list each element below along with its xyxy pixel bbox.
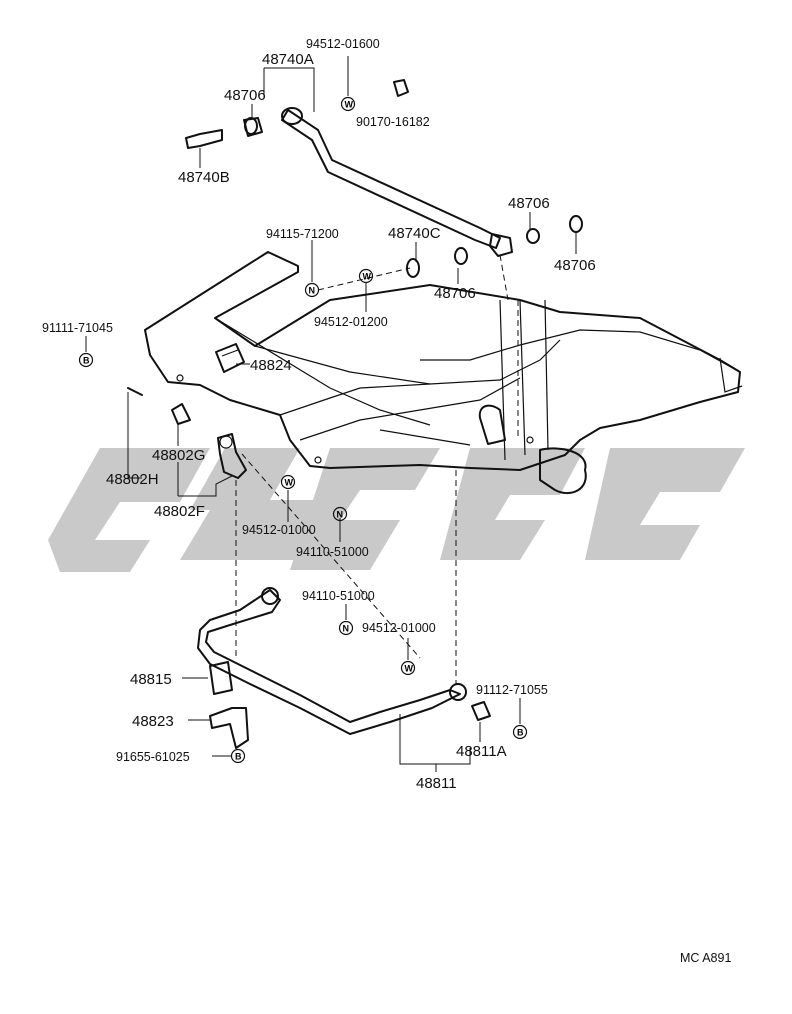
washer-symbol: W — [358, 268, 374, 284]
svg-text:B: B — [83, 356, 90, 366]
label-90170-16182: 90170-16182 — [356, 115, 430, 129]
label-91655-61025: 91655-61025 — [116, 750, 190, 764]
label-94110-51000-a: 94110-51000 — [296, 545, 369, 559]
svg-text:W: W — [405, 664, 414, 674]
nut-90170-16182 — [393, 79, 409, 97]
bushing-48802G — [171, 403, 191, 425]
label-91112-71055: 91112-71055 — [476, 683, 548, 697]
label-48802H: 48802H — [106, 471, 159, 488]
bushing-48815 — [209, 661, 233, 695]
bushing-48706-right — [406, 215, 583, 278]
label-94115-71200: 94115-71200 — [266, 227, 339, 241]
label-48815: 48815 — [130, 671, 172, 688]
dashed-lines — [235, 254, 519, 684]
label-94512-01000-a: 94512-01000 — [242, 523, 316, 537]
label-94512-01600: 94512-01600 — [306, 37, 380, 51]
svg-text:W: W — [363, 272, 372, 282]
leader-lines — [85, 56, 577, 772]
stabilizer-bar-48811 — [197, 587, 467, 735]
label-48706-mid: 48706 — [434, 285, 476, 302]
label-48706-right1: 48706 — [508, 195, 550, 212]
label-48823: 48823 — [132, 713, 174, 730]
label-48811A: 48811A — [456, 743, 507, 760]
hardware-symbols: W N W B W N N W B B — [78, 96, 528, 764]
bolt-symbol: B — [78, 352, 94, 368]
washer-symbol: W — [400, 660, 416, 676]
vehicle-frame — [144, 251, 743, 495]
nut-symbol: N — [304, 282, 320, 298]
svg-text:N: N — [343, 624, 350, 634]
washer-symbol: W — [280, 474, 296, 490]
label-48706-right2: 48706 — [554, 257, 596, 274]
part-labels: 94512-01600 48740A 48706 90170-16182 487… — [42, 37, 731, 965]
bolt-48740B — [185, 129, 223, 149]
label-48824: 48824 — [250, 357, 292, 374]
label-48740A: 48740A — [262, 51, 314, 68]
label-91111-71045: 91111-71045 — [42, 321, 113, 335]
label-48811: 48811 — [416, 775, 457, 792]
pin-48802H — [127, 387, 143, 396]
label-94512-01000-b: 94512-01000 — [362, 621, 436, 635]
link-48802F — [217, 433, 247, 479]
bracket-48823 — [209, 707, 249, 749]
label-48802G: 48802G — [152, 447, 205, 464]
label-94512-01200: 94512-01200 — [314, 315, 388, 329]
bracket-48824 — [215, 343, 245, 373]
label-94110-51000-b: 94110-51000 — [302, 589, 375, 603]
lateral-rod-48740A — [281, 107, 513, 257]
nut-symbol: N — [332, 506, 348, 522]
svg-text:N: N — [309, 286, 316, 296]
label-48740C: 48740C — [388, 225, 441, 242]
label-48740B: 48740B — [178, 169, 230, 186]
svg-text:W: W — [345, 100, 354, 110]
nut-symbol: N — [338, 620, 354, 636]
bushing-48811A — [471, 701, 491, 721]
label-48802F: 48802F — [154, 503, 205, 520]
svg-text:B: B — [235, 752, 242, 762]
diagram-code: MC A891 — [680, 951, 731, 965]
watermark-logo — [48, 448, 745, 572]
washer-symbol: W — [340, 96, 356, 112]
svg-text:N: N — [337, 510, 344, 520]
svg-text:W: W — [285, 478, 294, 488]
bushing-48706-top — [243, 117, 263, 137]
label-48706-top: 48706 — [224, 87, 266, 104]
svg-text:B: B — [517, 728, 524, 738]
bolt-symbol: B — [512, 724, 528, 740]
bolt-symbol: B — [230, 748, 246, 764]
